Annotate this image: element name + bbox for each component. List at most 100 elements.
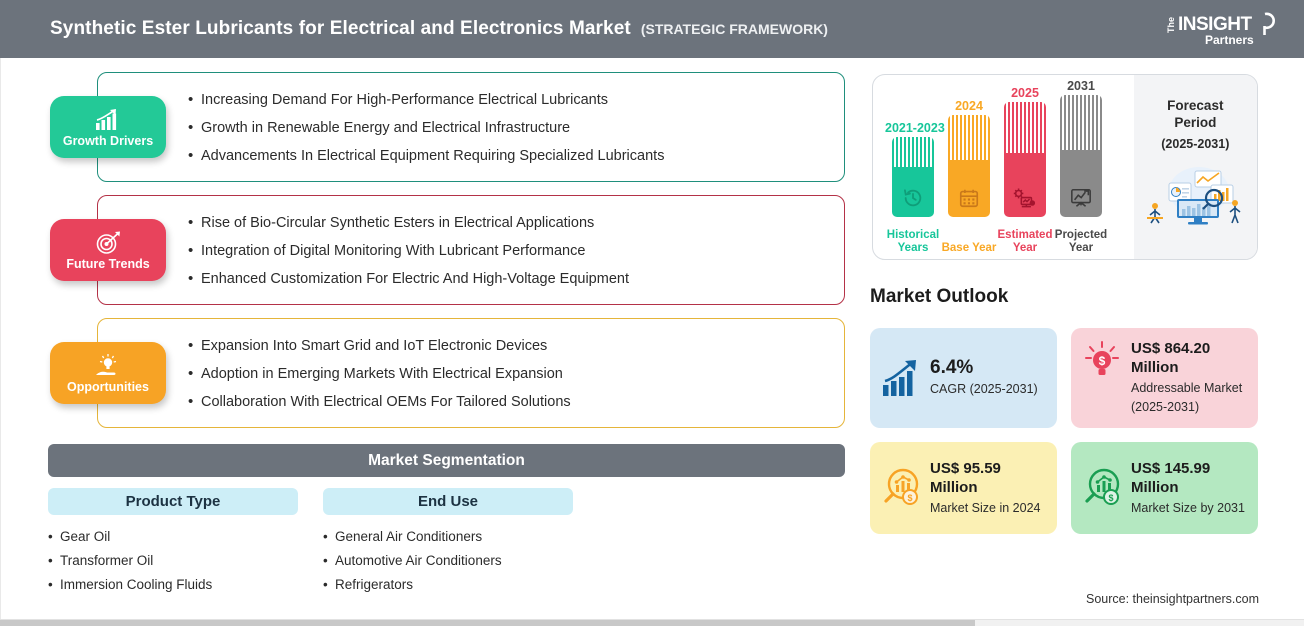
segmentation-list-product-type: Gear Oil Transformer Oil Immersion Cooli… xyxy=(48,525,298,597)
lightbulb-dollar-icon: $ xyxy=(1081,339,1123,381)
calendar-icon xyxy=(948,160,990,217)
outlook-card-label: Market Size by 2031 xyxy=(1131,500,1245,515)
presentation-chart-icon xyxy=(1060,150,1102,217)
list-item: Increasing Demand For High-Performance E… xyxy=(188,86,828,114)
svg-text:INSIGHT: INSIGHT xyxy=(1178,14,1252,35)
growth-bar-arrow-icon xyxy=(880,357,922,399)
analytics-dashboard-illustration xyxy=(1143,161,1247,227)
panel-opportunities: Expansion Into Smart Grid and IoT Electr… xyxy=(97,318,845,428)
list-item: Immersion Cooling Fluids xyxy=(48,573,298,597)
svg-text:Partners: Partners xyxy=(1205,33,1254,47)
magnifier-bar-chart-dollar-icon: $ xyxy=(1081,467,1123,509)
horizontal-scrollbar[interactable] xyxy=(0,619,1304,626)
svg-text:$: $ xyxy=(1108,493,1113,503)
outlook-card-text: 6.4% CAGR (2025-2031) xyxy=(930,357,1047,399)
outlook-card-text: US$ 145.99 Million Market Size by 2031 xyxy=(1131,459,1248,518)
timeline-bar-year-label: 2025 xyxy=(1011,86,1039,100)
outlook-card-value: US$ 145.99 Million xyxy=(1131,459,1211,496)
forecast-title-line2: Period xyxy=(1174,115,1217,130)
timeline-bar-striped-top xyxy=(892,137,934,167)
list-item: Advancements In Electrical Equipment Req… xyxy=(188,142,828,170)
outlook-card-value: 6.4% xyxy=(930,357,974,378)
timeline-bar xyxy=(948,115,990,217)
timeline-bar xyxy=(1004,102,1046,217)
content-left-divider xyxy=(0,58,1,626)
forecast-range: (2025-2031) xyxy=(1161,137,1230,151)
badge-opportunities[interactable]: Opportunities xyxy=(50,342,166,404)
list-item: Refrigerators xyxy=(323,573,573,597)
insight-partners-logo: The INSIGHT Partners xyxy=(1162,8,1282,50)
forecast-period-summary: Forecast Period (2025-2031) xyxy=(1133,75,1257,259)
panel-future-trends: Rise of Bio-Circular Synthetic Esters in… xyxy=(97,195,845,305)
outlook-card-label: CAGR (2025-2031) xyxy=(930,382,1038,396)
outlook-card-value: US$ 864.20 Million xyxy=(1131,340,1211,376)
hand-lightbulb-icon xyxy=(93,353,123,379)
timeline-bar-year-label: 2021-2023 xyxy=(885,121,945,135)
list-item: Collaboration With Electrical OEMs For T… xyxy=(188,388,828,416)
bullet-list-growth-drivers: Increasing Demand For High-Performance E… xyxy=(98,73,844,170)
outlook-card-market-size-2024: $ US$ 95.59 Million Market Size in 2024 xyxy=(870,442,1057,534)
bullet-list-opportunities: Expansion Into Smart Grid and IoT Electr… xyxy=(98,319,844,416)
list-item: Integration of Digital Monitoring With L… xyxy=(188,237,828,265)
bullet-list-future-trends: Rise of Bio-Circular Synthetic Esters in… xyxy=(98,196,844,293)
timeline-bar-caption: Estimated Year xyxy=(997,229,1053,254)
timeline-bar-striped-top xyxy=(948,115,990,160)
timeline-bar-caption: Base Year xyxy=(941,242,997,254)
segmentation-header: Market Segmentation xyxy=(48,444,845,477)
svg-text:The: The xyxy=(1166,17,1176,33)
list-item: Automotive Air Conditioners xyxy=(323,549,573,573)
list-item: Rise of Bio-Circular Synthetic Esters in… xyxy=(188,209,828,237)
timeline-bar-striped-top xyxy=(1060,95,1102,150)
badge-growth-drivers[interactable]: Growth Drivers xyxy=(50,96,166,158)
page-header: Synthetic Ester Lubricants for Electrica… xyxy=(0,0,1304,58)
list-item: Growth in Renewable Energy and Electrica… xyxy=(188,114,828,142)
timeline-bar-caption: Projected Year xyxy=(1054,229,1108,254)
scrollbar-thumb[interactable] xyxy=(0,620,975,626)
outlook-card-label: Market Size in 2024 xyxy=(930,500,1041,515)
outlook-card-label: Addressable Market (2025-2031) xyxy=(1131,381,1243,414)
timeline-bar-caption: Historical Years xyxy=(886,229,940,254)
segmentation-column-end-use: End Use General Air Conditioners Automot… xyxy=(323,488,573,597)
badge-label: Future Trends xyxy=(66,256,150,271)
list-item: General Air Conditioners xyxy=(323,525,573,549)
svg-text:$: $ xyxy=(907,493,912,503)
segmentation-column-title: Product Type xyxy=(48,488,298,515)
timeline-bar-year-label: 2024 xyxy=(955,99,983,113)
outlook-card-cagr: 6.4% CAGR (2025-2031) xyxy=(870,328,1057,428)
segmentation-list-end-use: General Air Conditioners Automotive Air … xyxy=(323,525,573,597)
outlook-card-addressable-market: $ US$ 864.20 Million Addressable Market … xyxy=(1071,328,1258,428)
segmentation-column-title: End Use xyxy=(323,488,573,515)
left-content-column: Increasing Demand For High-Performance E… xyxy=(0,58,862,626)
forecast-title-line1: Forecast xyxy=(1167,98,1224,113)
panel-growth-drivers: Increasing Demand For High-Performance E… xyxy=(97,72,845,182)
page-subtitle: (STRATEGIC FRAMEWORK) xyxy=(640,21,828,37)
timeline-bar-striped-top xyxy=(1004,102,1046,153)
outlook-card-text: US$ 864.20 Million Addressable Market (2… xyxy=(1131,339,1248,417)
outlook-card-text: US$ 95.59 Million Market Size in 2024 xyxy=(930,459,1047,518)
target-dart-icon xyxy=(93,230,123,256)
badge-future-trends[interactable]: Future Trends xyxy=(50,219,166,281)
bar-chart-arrow-icon xyxy=(93,107,123,133)
history-clock-icon xyxy=(892,167,934,217)
list-item: Adoption in Emerging Markets With Electr… xyxy=(188,360,828,388)
timeline-bar xyxy=(1060,95,1102,217)
market-outlook-title: Market Outlook xyxy=(870,286,1009,307)
svg-text:$: $ xyxy=(1099,354,1106,368)
page-title: Synthetic Ester Lubricants for Electrica… xyxy=(50,18,631,39)
magnifier-bar-chart-dollar-icon: $ xyxy=(880,467,922,509)
timeline-bar-year-label: 2031 xyxy=(1067,79,1095,93)
list-item: Transformer Oil xyxy=(48,549,298,573)
list-item: Expansion Into Smart Grid and IoT Electr… xyxy=(188,332,828,360)
badge-label: Opportunities xyxy=(67,379,149,394)
gear-network-icon xyxy=(1004,153,1046,217)
list-item: Enhanced Customization For Electric And … xyxy=(188,265,828,293)
segmentation-columns: Product Type Gear Oil Transformer Oil Im… xyxy=(48,488,848,597)
